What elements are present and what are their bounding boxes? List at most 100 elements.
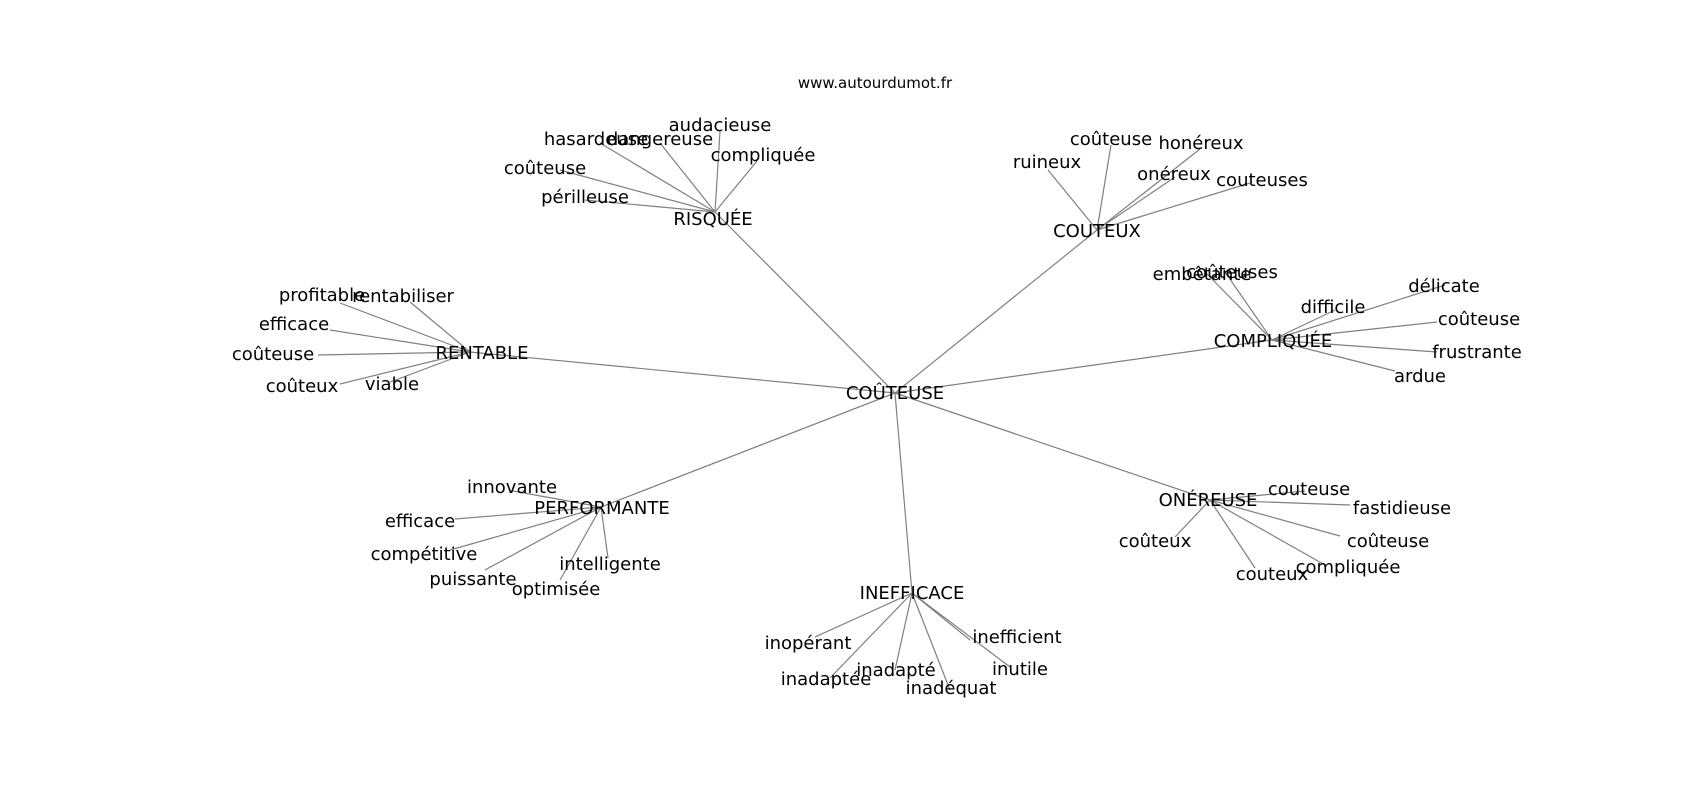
word-label-risquee-1: dangereuse [607, 129, 713, 150]
edge-performante-word-1 [454, 506, 602, 520]
word-label-performante-2: compétitive [371, 544, 478, 565]
edge-risquee-word-1 [659, 142, 716, 213]
word-label-risquee-2: audacieuse [669, 115, 772, 136]
word-label-rentable-2: efficace [259, 314, 329, 335]
edge-center-to-couteux [894, 229, 1098, 394]
word-label-compliquee-2: difficile [1301, 297, 1366, 318]
word-label-performante-4: intelligente [559, 554, 661, 575]
edge-performante-word-3 [484, 506, 602, 571]
word-label-compliquee-4: coûteuse [1438, 309, 1520, 330]
word-label-couteux-2: honéreux [1158, 133, 1243, 154]
edge-risquee-word-0 [599, 142, 716, 213]
edge-onereuse-word-3 [1209, 499, 1341, 537]
edge-onereuse-word-2 [1174, 499, 1211, 538]
word-label-inefficace-3: inadéquat [906, 678, 997, 699]
edge-compliquee-word-1 [1224, 271, 1273, 341]
word-label-risquee-5: périlleuse [541, 187, 629, 208]
word-label-rentable-3: coûteuse [232, 344, 314, 365]
word-label-risquee-3: compliquée [711, 145, 816, 166]
edge-center-to-risquee [714, 211, 896, 394]
edges-layer [317, 130, 1446, 691]
site-credit: www.autourdumot.fr [798, 74, 953, 92]
edge-rentable-word-3 [317, 351, 471, 356]
word-label-onereuse-1: fastidieuse [1353, 498, 1451, 519]
edge-compliquee-word-0 [1204, 271, 1273, 341]
edge-center-to-rentable [469, 351, 896, 394]
word-label-rentable-4: coûteux [266, 376, 339, 397]
edge-performante-word-4 [600, 506, 609, 559]
edge-rentable-word-4 [339, 351, 471, 385]
word-label-rentable-5: viable [365, 374, 419, 395]
edge-rentable-word-5 [389, 351, 471, 383]
edge-rentable-word-1 [409, 301, 471, 353]
word-label-onereuse-0: couteuse [1268, 479, 1350, 500]
word-label-compliquee-5: frustrante [1432, 342, 1522, 363]
word-label-performante-5: optimisée [512, 579, 601, 600]
edge-couteux-word-3 [1096, 176, 1176, 231]
edge-couteux-word-4 [1096, 182, 1251, 231]
hub-label-risquee: RISQUÉE [673, 208, 752, 230]
edge-compliquee-word-2 [1271, 309, 1336, 341]
edge-compliquee-word-4 [1271, 321, 1438, 341]
word-label-onereuse-3: coûteuse [1347, 531, 1429, 552]
word-label-onereuse-2: coûteux [1119, 531, 1192, 552]
edge-compliquee-word-6 [1271, 339, 1396, 372]
word-label-rentable-0: profitable [279, 285, 365, 306]
word-label-risquee-4: coûteuse [504, 158, 586, 179]
edge-couteux-word-2 [1096, 148, 1201, 231]
hub-label-performante: PERFORMANTE [534, 498, 669, 519]
word-label-couteux-3: onéreux [1137, 164, 1211, 185]
labels-layer: COÛTEUSE RISQUÉE hasardeusedangereuseaudac… [232, 115, 1522, 699]
edge-risquee-word-2 [714, 130, 721, 213]
edge-center-to-inefficace [894, 392, 913, 594]
word-label-onereuse-5: compliquée [1296, 557, 1401, 578]
edge-rentable-word-0 [339, 302, 471, 353]
edge-risquee-word-4 [559, 169, 716, 213]
edge-performante-word-2 [449, 506, 602, 551]
hub-label-rentable: RENTABLE [435, 343, 528, 364]
center-word-label: COÛTEUSE [846, 382, 944, 404]
edge-couteux-word-1 [1096, 144, 1112, 231]
word-label-performante-0: innovante [467, 477, 557, 498]
edge-compliquee-word-5 [1271, 339, 1438, 353]
word-label-performante-1: efficace [385, 511, 455, 532]
edge-couteux-word-0 [1047, 169, 1098, 231]
word-label-compliquee-3: délicate [1408, 276, 1480, 297]
word-label-risquee-0: hasardeuse [544, 129, 648, 150]
edge-risquee-word-5 [584, 199, 716, 213]
word-label-performante-3: puissante [429, 569, 516, 590]
word-label-inefficace-5: inutile [992, 659, 1048, 680]
word-label-compliquee-6: ardue [1394, 366, 1446, 387]
word-label-couteux-4: couteuses [1216, 170, 1308, 191]
edge-performante-word-5 [559, 506, 602, 581]
edge-rentable-word-2 [329, 329, 471, 353]
word-label-couteux-0: ruineux [1013, 152, 1082, 173]
hub-label-onereuse: ONÉREUSE [1159, 489, 1258, 511]
word-label-compliquee-1: coûteuses [1186, 262, 1278, 283]
hub-label-inefficace: INEFFICACE [860, 583, 965, 604]
hub-label-compliquee: COMPLIQUÉE [1214, 330, 1333, 352]
edge-center-to-performante [600, 392, 896, 508]
edge-inefficace-word-5 [911, 592, 1011, 668]
edge-inefficace-word-3 [911, 592, 951, 691]
edge-performante-word-0 [512, 490, 602, 508]
edge-center-to-compliquee [894, 339, 1273, 394]
edge-onereuse-word-5 [1209, 499, 1326, 566]
edge-onereuse-word-4 [1209, 499, 1256, 569]
word-label-inefficace-2: inadapté [856, 660, 935, 681]
edge-onereuse-word-0 [1209, 490, 1306, 501]
word-label-inefficace-1: inadaptée [781, 669, 872, 690]
word-label-compliquee-0: embêtante [1153, 264, 1252, 285]
word-label-rentable-1: rentabiliser [352, 286, 454, 307]
edge-risquee-word-3 [714, 160, 758, 213]
word-label-couteux-1: coûteuse [1070, 129, 1152, 150]
word-label-inefficace-0: inopérant [765, 633, 852, 654]
hub-label-couteux: COUTEUX [1053, 221, 1141, 242]
edge-inefficace-word-1 [829, 592, 913, 679]
edge-inefficace-word-0 [814, 592, 913, 638]
edge-inefficace-word-2 [894, 592, 913, 671]
edge-onereuse-word-1 [1209, 499, 1351, 506]
edge-center-to-onereuse [894, 392, 1211, 501]
word-label-onereuse-4: couteux [1236, 564, 1309, 585]
